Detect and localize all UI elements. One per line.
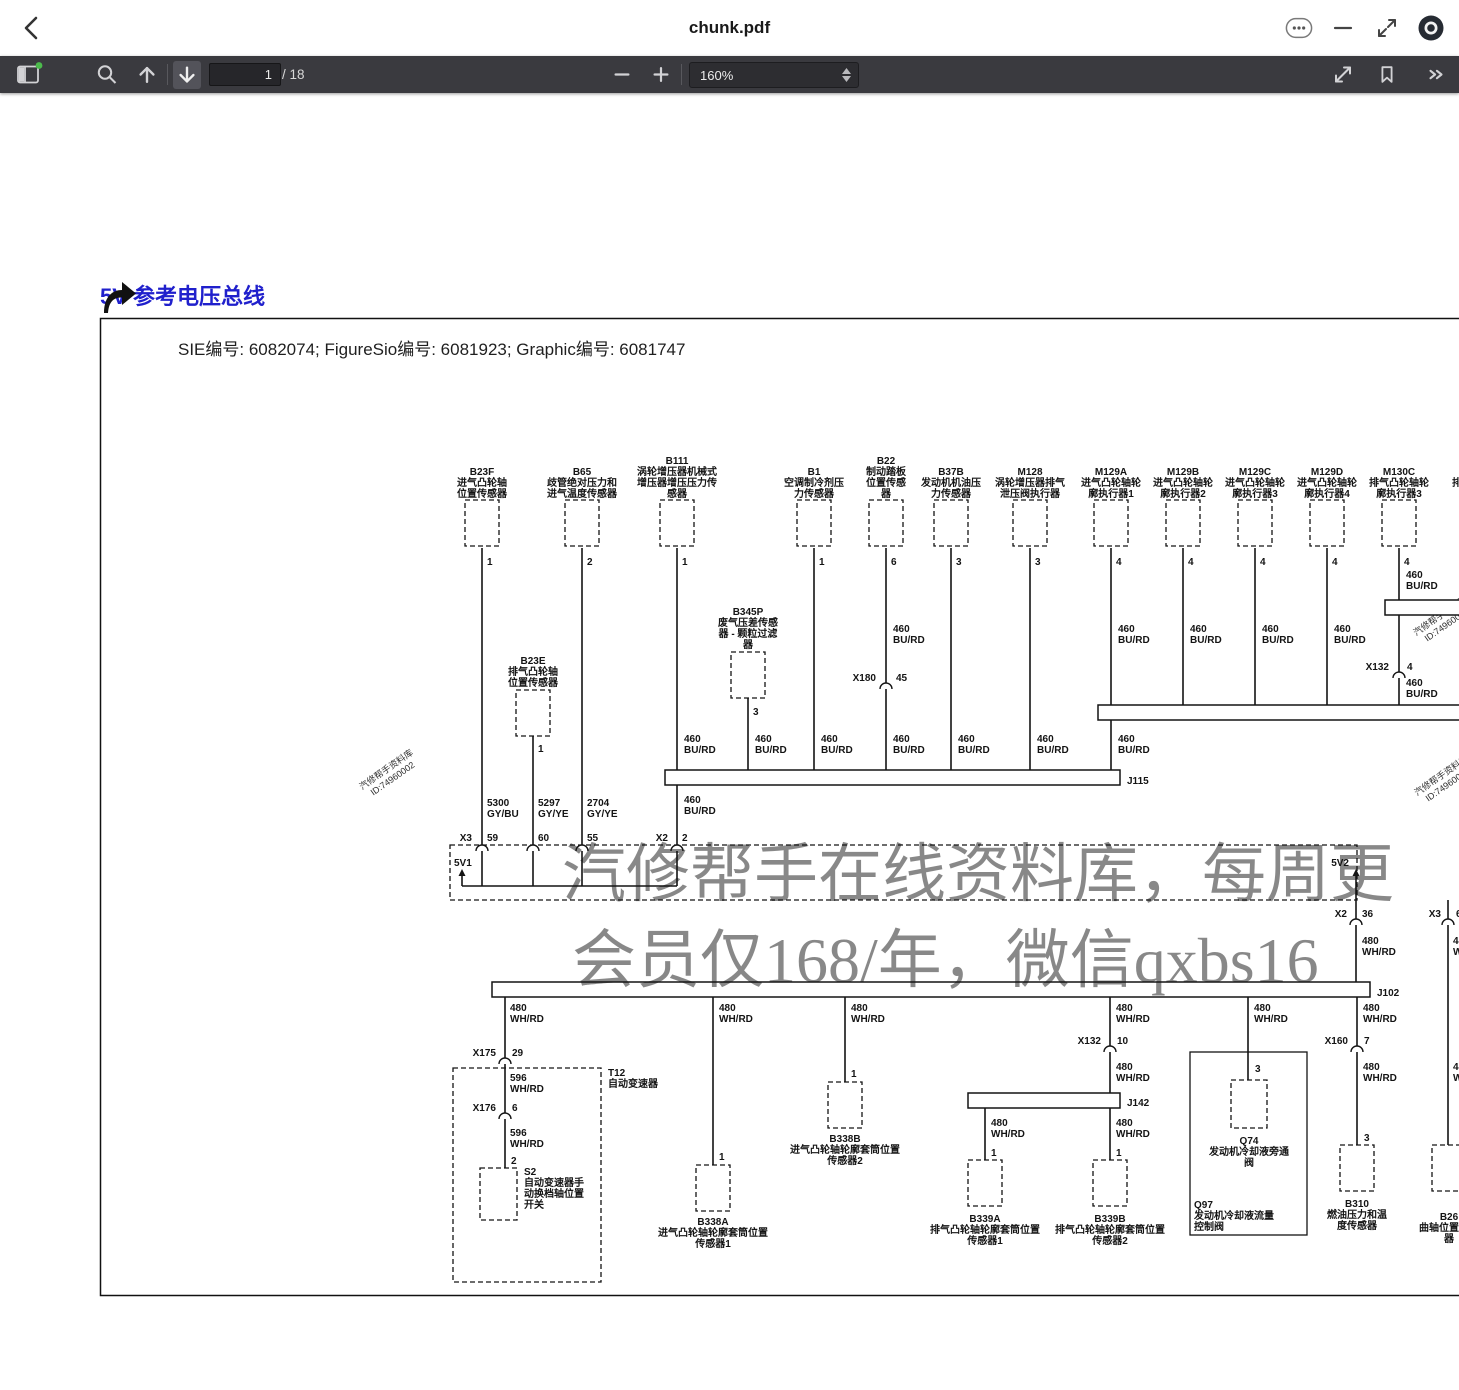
minimize-icon[interactable] (1329, 14, 1357, 42)
presentation-mode-button[interactable] (1327, 56, 1359, 93)
back-button[interactable] (10, 6, 54, 50)
zoom-in-button[interactable] (646, 56, 676, 93)
bookmark-button[interactable] (1371, 56, 1403, 93)
zoom-select[interactable]: 160% (689, 62, 859, 88)
page-number-input[interactable] (209, 63, 281, 86)
pdf-page: 5V 参考电压总线 SIE编号: 6082074; FigureSio编号: 6… (0, 93, 1459, 1390)
page-meta: SIE编号: 6082074; FigureSio编号: 6081923; Gr… (178, 340, 686, 359)
zoom-spinner-icon (842, 68, 858, 82)
zoom-out-button[interactable] (607, 56, 637, 93)
record-indicator-icon[interactable] (1417, 14, 1445, 42)
expand-icon[interactable] (1373, 14, 1401, 42)
toolbar-overflow-button[interactable] (1420, 56, 1452, 93)
window-title: chunk.pdf (688, 18, 771, 37)
page-down-button[interactable] (173, 60, 201, 89)
page-up-button[interactable] (132, 56, 162, 93)
page-count-label: / 18 (282, 67, 305, 82)
sidebar-status-dot (35, 62, 43, 69)
toolbar-divider (167, 64, 168, 85)
pdf-toolbar: / 18 160% (0, 56, 1459, 93)
toolbar-divider (681, 64, 682, 85)
sidebar-toggle-button[interactable] (12, 56, 46, 93)
page-heading: 5V 参考电压总线 (100, 284, 266, 309)
window-titlebar: chunk.pdf (0, 0, 1459, 56)
more-options-icon[interactable] (1285, 14, 1313, 42)
find-button[interactable] (92, 56, 122, 93)
zoom-value: 160% (700, 67, 734, 83)
